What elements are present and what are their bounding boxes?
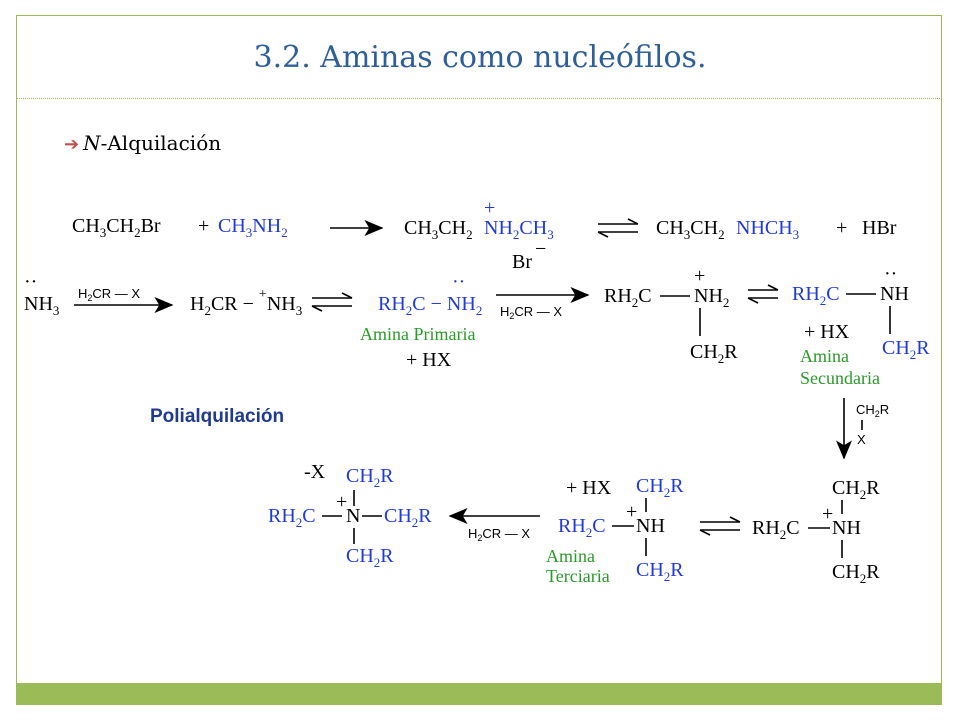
r3-right-top-ch2r: CH2R — [832, 477, 880, 502]
minus-x: -X — [304, 461, 326, 483]
r1-reactant-b: CH3NH2 — [218, 215, 288, 240]
r1-final-left: CH3CH2 — [656, 217, 725, 242]
r1-counter-ion: Br — [512, 251, 532, 273]
quat-left: RH2C — [268, 505, 316, 530]
r2-eq1-bottom-head — [311, 305, 323, 312]
plus-hx-2: + HX — [804, 321, 850, 343]
bullet-n-alquilacion: ➔N-Alquilación — [64, 131, 221, 155]
r3-eq-top-head — [729, 516, 741, 523]
r1-reactant-a: CH3CH2Br — [72, 215, 161, 240]
r2-start: NH3 — [24, 293, 59, 318]
plus-hx-1: + HX — [406, 349, 452, 371]
r3-right-n: NH — [832, 517, 861, 539]
plus-charge: + — [336, 491, 347, 513]
secondary-amine-left: RH2C — [792, 283, 840, 308]
polyalkylation-label: Polialquilación — [150, 406, 284, 427]
r1-minus-charge: − — [535, 238, 546, 260]
bullet-italic-n: N — [83, 131, 101, 155]
primary-amine: RH2C − NH2 — [378, 293, 482, 318]
r3-right-left: RH2C — [752, 517, 800, 542]
r2-reagent-2: H2CR — X — [500, 304, 562, 321]
r2-salt: H2CR − +NH3 — [190, 287, 302, 318]
primary-amine-label: Amina Primaria — [360, 324, 475, 344]
quat-n: N — [346, 505, 360, 527]
r3-right-bottom-ch2r: CH2R — [832, 561, 880, 586]
r2-ammonium-left: RH2C — [604, 285, 652, 310]
tertiary-left: RH2C — [558, 515, 606, 540]
quat-right-ch2r: CH2R — [384, 505, 432, 530]
r2-eq1-top-head — [341, 292, 353, 299]
quat-top-ch2r: CH2R — [346, 465, 394, 490]
r1-final-acid: HBr — [862, 217, 897, 239]
plus-hx-3: + HX — [566, 477, 612, 499]
bullet-text: -Alquilación — [100, 131, 222, 155]
footer-bar — [16, 683, 942, 705]
secondary-amine-n: NH — [880, 283, 909, 305]
title-divider — [16, 98, 942, 99]
r1-product-mid: NH2CH3 — [484, 217, 554, 242]
lone-pair-dots: ·· — [24, 271, 37, 293]
r1-plus-charge: + — [484, 197, 495, 219]
r1-product-left: CH3CH2 — [404, 217, 473, 242]
secondary-amine-label-1: Amina — [800, 346, 849, 366]
r2-eq2-bottom-head — [747, 297, 759, 304]
tertiary-label-2: Terciaria — [546, 566, 610, 586]
r2-ammonium-ch2r: CH2R — [690, 341, 738, 366]
down-reagent-x: X — [857, 432, 866, 447]
plus-charge: + — [694, 265, 705, 287]
r2-eq2-top-head — [767, 284, 779, 291]
r1-final-plus: + — [836, 217, 847, 239]
quat-bottom-ch2r: CH2R — [346, 545, 394, 570]
r2-ammonium-n: NH2 — [694, 285, 729, 310]
slide-title: 3.2. Aminas como nucleófilos. — [253, 40, 707, 75]
lone-pair-dots: ·· — [884, 263, 897, 285]
plus-charge: + — [626, 501, 637, 523]
secondary-amine-label-2: Secundaria — [800, 368, 880, 388]
tertiary-bottom-ch2r: CH2R — [636, 559, 684, 584]
tertiary-top-ch2r: CH2R — [636, 475, 684, 500]
plus-charge: + — [822, 503, 833, 525]
r3-reagent: H2CR — X — [468, 526, 530, 543]
lone-pair-dots: ·· — [452, 271, 465, 293]
arrow-right-icon: ➔ — [64, 134, 80, 155]
r1-plus: + — [198, 215, 209, 237]
down-reagent-ch2r: CH2R — [856, 402, 889, 419]
tertiary-label-1: Amina — [546, 546, 595, 566]
r3-eq-bottom-head — [699, 529, 711, 536]
tertiary-n: NH — [636, 515, 665, 537]
r1-eq-bottom-head — [597, 231, 609, 238]
secondary-amine-ch2r: CH2R — [882, 337, 930, 362]
r1-eq-top-head — [627, 218, 639, 225]
r1-final-mid: NHCH3 — [736, 217, 799, 242]
r2-reagent-1: H2CR — X — [78, 286, 140, 303]
